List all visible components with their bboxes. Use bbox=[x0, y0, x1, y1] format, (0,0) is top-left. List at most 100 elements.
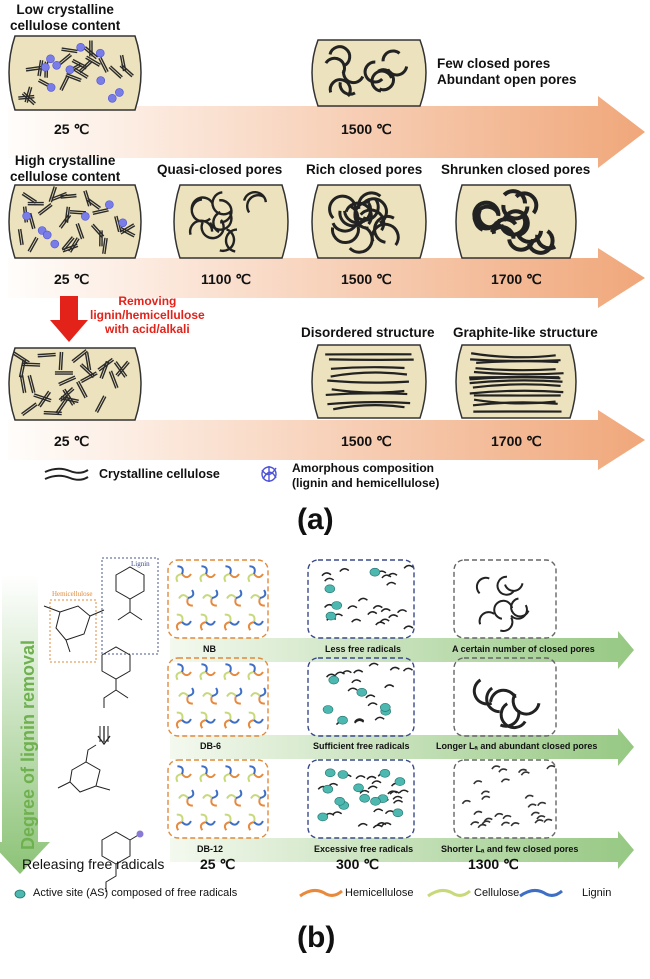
sample-panel-row1-1500 bbox=[311, 39, 427, 107]
row1-25-amorphous bbox=[96, 76, 106, 85]
lignin-removal-label: Degree of lignin removal bbox=[18, 639, 38, 850]
db6-active-site bbox=[356, 688, 368, 697]
process-arrow-row1 bbox=[8, 96, 645, 168]
db6-active-site bbox=[328, 675, 340, 685]
nb-chain bbox=[181, 573, 192, 579]
stage-disordered: Disordered structure bbox=[301, 325, 435, 340]
row2-25-amorphous bbox=[22, 211, 31, 221]
row3-25-fiber bbox=[43, 410, 62, 414]
removal-note: Removing lignin/hemicellulose with acid/… bbox=[90, 294, 205, 336]
row3-25-fiber bbox=[96, 396, 107, 413]
row3-1700-layer bbox=[475, 367, 556, 372]
row3-25-fiber bbox=[19, 375, 25, 394]
row3-25-fiber bbox=[22, 364, 41, 367]
nb-fragment bbox=[339, 568, 350, 573]
row2-25-fiber bbox=[114, 216, 120, 233]
db12-chain bbox=[224, 813, 232, 823]
row2-1500-pore bbox=[330, 226, 360, 245]
row3-temp-1500: 1500 ℃ bbox=[341, 433, 392, 449]
nb-fragment bbox=[324, 577, 335, 582]
nb-fragment bbox=[381, 574, 392, 579]
lignin-hemicellulose-structure bbox=[43, 557, 159, 892]
row1-25-fiber bbox=[100, 56, 109, 72]
nb-precursor-box bbox=[167, 559, 269, 639]
nb-chain bbox=[226, 594, 237, 600]
row1-note-line2: Abundant open pores bbox=[437, 72, 577, 87]
row1-25-amorphous bbox=[115, 88, 124, 97]
row2-25-fiber bbox=[21, 193, 36, 204]
row2-1100-pore bbox=[242, 190, 268, 203]
row2-25-fiber bbox=[120, 225, 136, 235]
row1-25-fiber bbox=[79, 61, 93, 74]
db6-chain bbox=[210, 695, 217, 705]
nb-radicals-label: Less free radicals bbox=[325, 644, 402, 654]
process-arrow-row2 bbox=[8, 248, 645, 308]
db12-active-site bbox=[353, 783, 364, 793]
db12-chain bbox=[253, 773, 264, 779]
row1-25-fiber bbox=[18, 94, 35, 98]
db12-short-layer bbox=[502, 814, 512, 820]
row1-25-fiber bbox=[108, 67, 122, 79]
db6-chain bbox=[175, 719, 183, 729]
db12-chain bbox=[235, 789, 243, 799]
nb-fragment bbox=[403, 625, 414, 630]
db12-active-site bbox=[359, 794, 370, 803]
db12-active-site bbox=[334, 797, 346, 806]
b-temp-1300: 1300 ℃ bbox=[468, 856, 519, 872]
row1-25-fiber bbox=[78, 59, 91, 72]
caption-a: (a) bbox=[297, 503, 334, 536]
db6-closed-pore bbox=[499, 702, 527, 729]
db12-short-layer bbox=[491, 765, 501, 770]
nb-active-site bbox=[325, 611, 337, 621]
db12-short-layer bbox=[530, 811, 540, 817]
nb-closed-pore bbox=[510, 604, 528, 620]
db12-active-site bbox=[394, 777, 406, 786]
row2-25-fiber bbox=[29, 212, 36, 229]
row3-1700-layer bbox=[476, 360, 559, 364]
db6-chain bbox=[181, 718, 192, 724]
row1-1500-pore bbox=[328, 45, 352, 68]
db6-chain bbox=[175, 671, 183, 681]
db12-fragment bbox=[366, 775, 377, 780]
db6-fragment bbox=[402, 667, 413, 672]
legend-amorphous-line1: Amorphous composition bbox=[292, 461, 434, 475]
row2-25-fiber bbox=[17, 229, 22, 246]
row1-note-line1: Few closed pores bbox=[437, 56, 551, 71]
db12-chain bbox=[187, 789, 195, 799]
row3-25-fiber bbox=[37, 390, 50, 407]
db12-fragment bbox=[381, 822, 392, 827]
stage-shrunken-closed: Shrunken closed pores bbox=[441, 162, 591, 177]
db12-fragment bbox=[371, 780, 382, 785]
row2-1500-pore bbox=[328, 194, 358, 220]
row2-1700-pore bbox=[501, 204, 530, 221]
row2-25-fiber bbox=[63, 237, 75, 251]
db12-short-layer bbox=[473, 780, 483, 785]
texture-layer bbox=[12, 40, 564, 831]
db12-fragment bbox=[332, 811, 343, 816]
row3-temp-1700: 1700 ℃ bbox=[491, 433, 542, 449]
db12-fragment bbox=[393, 799, 404, 804]
row3-1500-layer bbox=[327, 401, 411, 406]
row1-25-fiber bbox=[84, 46, 99, 58]
db12-chain bbox=[247, 821, 255, 831]
db12-short-layer bbox=[470, 821, 480, 826]
db12-fragment bbox=[389, 790, 400, 795]
nb-fragment bbox=[386, 581, 397, 586]
nb-chain bbox=[253, 573, 264, 579]
db6-active-site bbox=[379, 703, 391, 712]
cellulose-icon bbox=[427, 889, 471, 898]
db6-chain bbox=[186, 695, 193, 705]
db12-short-layer bbox=[473, 810, 483, 816]
db6-chain bbox=[234, 695, 241, 705]
nb-closed-pore bbox=[496, 575, 515, 596]
db12-chain bbox=[258, 797, 265, 807]
db12-chain bbox=[205, 773, 216, 779]
nb-closed-pore bbox=[478, 611, 495, 625]
b-temp-300: 300 ℃ bbox=[336, 856, 379, 872]
db6-chain bbox=[253, 718, 264, 724]
row1-25-fiber bbox=[57, 53, 71, 65]
row1-title: Low crystalline cellulose content bbox=[10, 2, 120, 34]
db6-pores-box bbox=[453, 657, 557, 737]
removal-note-line2: lignin/hemicellulose bbox=[90, 308, 205, 322]
db6-chain bbox=[225, 663, 232, 673]
